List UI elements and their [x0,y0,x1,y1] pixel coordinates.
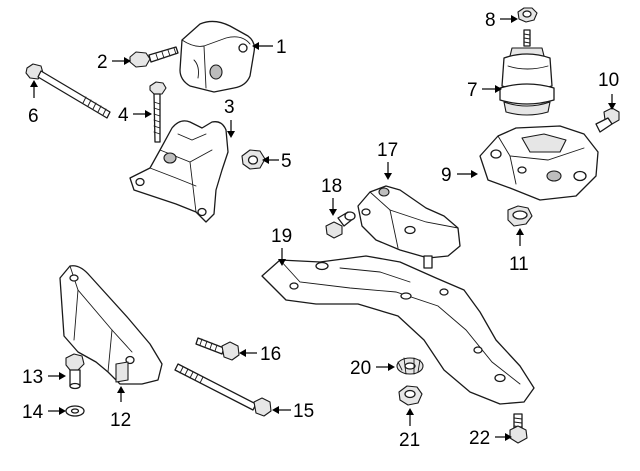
part-21-nut [398,385,423,406]
part-13-stud [65,353,85,390]
callout-label-8: 8 [485,10,496,31]
callout-label-22: 22 [469,428,490,449]
part-1-engine-mount [179,20,256,93]
callout-label-11: 11 [509,254,529,275]
part-8-nut [517,7,538,23]
callout-6: 6 [28,80,39,127]
callout-label-19: 19 [271,226,292,247]
callout-11: 11 [509,228,529,275]
callout-16: 16 [239,344,281,365]
callout-4: 4 [118,105,152,126]
callout-3: 3 [224,97,235,138]
callout-12: 12 [110,386,131,431]
callout-10: 10 [598,70,619,110]
part-16-bolt [195,337,240,361]
callout-13: 13 [22,367,66,388]
part-17-bracket [357,185,461,269]
callout-label-5: 5 [281,151,292,172]
callout-label-16: 16 [260,344,281,365]
callout-label-14: 14 [22,402,44,423]
part-3-bracket [129,120,229,223]
callout-label-10: 10 [598,70,619,91]
callout-21: 21 [399,408,420,451]
part-12-bracket [59,265,163,385]
callout-22: 22 [469,428,512,449]
part-10-bolt [595,107,620,133]
part-7-hydraulic-mount [499,29,555,116]
callout-label-13: 13 [22,367,43,388]
part-19-crossmember [261,255,535,405]
callout-1: 1 [252,37,287,58]
callout-label-6: 6 [28,106,39,127]
part-6-long-bolt [25,63,111,119]
callout-label-21: 21 [399,430,420,451]
callout-label-12: 12 [110,410,131,431]
part-20-washer [396,357,424,375]
callout-label-18: 18 [321,176,342,197]
part-14-washer [65,405,85,417]
part-4-bolt [149,81,167,143]
callout-label-20: 20 [350,358,371,379]
part-11-nut [507,205,533,227]
callout-7: 7 [467,80,502,101]
part-5-nut [241,149,266,170]
callout-18: 18 [321,176,342,216]
callout-5: 5 [262,151,292,172]
part-15-long-bolt [174,363,272,417]
callout-9: 9 [441,165,478,186]
callout-label-15: 15 [293,401,314,422]
callout-20: 20 [350,358,395,379]
callout-17: 17 [377,140,398,180]
callout-15: 15 [272,401,314,422]
callout-19: 19 [271,226,292,266]
callout-label-9: 9 [441,165,452,186]
callout-label-2: 2 [97,52,108,73]
callout-label-7: 7 [467,80,478,101]
part-2-bolt [129,46,179,68]
callout-label-1: 1 [276,37,287,58]
part-18-stud [325,211,356,239]
callout-8: 8 [485,10,518,31]
callout-label-17: 17 [377,140,398,161]
callout-14: 14 [22,402,66,423]
callout-label-3: 3 [224,97,235,118]
callout-2: 2 [97,52,131,73]
part-22-bolt [509,413,528,444]
callout-label-4: 4 [118,105,129,126]
part-9-transmission-mount [479,125,599,201]
